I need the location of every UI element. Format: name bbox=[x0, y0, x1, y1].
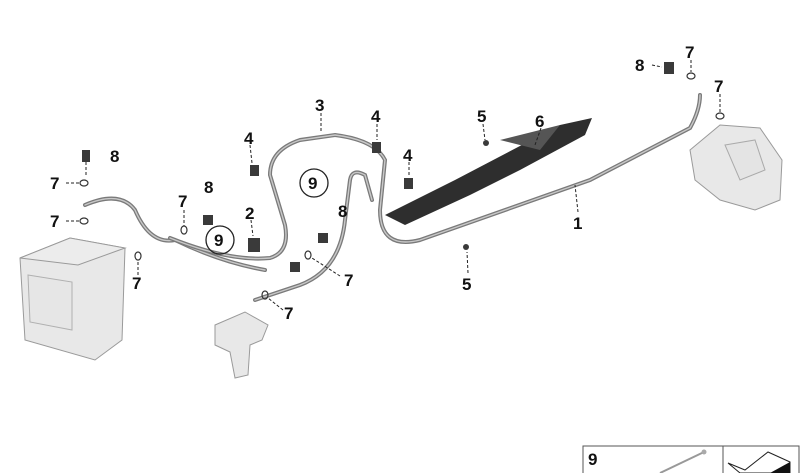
callout-4: 4 bbox=[403, 146, 413, 165]
bolt-icon bbox=[203, 215, 213, 225]
callout-8: 8 bbox=[110, 147, 119, 166]
callout-7: 7 bbox=[50, 174, 59, 193]
callout-9-circle bbox=[299, 168, 329, 198]
callout-3: 3 bbox=[315, 96, 324, 115]
bracket-icon bbox=[248, 238, 260, 252]
leader-lines bbox=[66, 60, 725, 311]
callout-9: 9 bbox=[214, 231, 223, 250]
callout-5: 5 bbox=[477, 107, 486, 126]
callout-7: 7 bbox=[132, 274, 141, 293]
brake-caliper bbox=[689, 124, 783, 211]
clip-icon bbox=[404, 178, 413, 189]
brake-hoses bbox=[83, 93, 702, 302]
screw-icon bbox=[483, 140, 489, 146]
fitting-icon bbox=[290, 262, 300, 272]
legend-box: 9 bbox=[582, 445, 800, 473]
screw-icon bbox=[463, 244, 469, 250]
bolt-icon bbox=[82, 150, 90, 162]
callout-7: 7 bbox=[685, 43, 694, 62]
callout-6: 6 bbox=[535, 112, 544, 131]
bolt-icon bbox=[664, 62, 674, 74]
cover-part bbox=[385, 118, 592, 225]
legend-number: 9 bbox=[588, 450, 597, 469]
callout-8: 8 bbox=[338, 202, 347, 221]
abs-unit bbox=[19, 237, 127, 361]
callout-8: 8 bbox=[204, 178, 213, 197]
callout-labels: 1 2 3 4 4 4 5 5 6 7 7 7 7 7 7 7 7 8 8 8 … bbox=[50, 43, 723, 323]
callout-7: 7 bbox=[178, 192, 187, 211]
brake-line-end-icon bbox=[701, 449, 707, 455]
brake-line-icon bbox=[659, 451, 705, 473]
callout-7: 7 bbox=[284, 304, 293, 323]
callout-9: 9 bbox=[308, 174, 317, 193]
callout-7: 7 bbox=[50, 212, 59, 231]
clip-icon bbox=[250, 165, 259, 176]
callout-4: 4 bbox=[244, 129, 254, 148]
callout-4: 4 bbox=[371, 107, 381, 126]
callout-9-circle bbox=[205, 225, 235, 255]
callout-5: 5 bbox=[462, 275, 471, 294]
callout-2: 2 bbox=[245, 204, 254, 223]
clip-icon bbox=[372, 142, 381, 153]
callout-1: 1 bbox=[573, 214, 582, 233]
callout-7: 7 bbox=[344, 271, 353, 290]
master-cylinder bbox=[214, 311, 269, 379]
callout-7: 7 bbox=[714, 77, 723, 96]
fasteners bbox=[82, 62, 674, 272]
bolt-icon bbox=[318, 233, 328, 243]
callout-8: 8 bbox=[635, 56, 644, 75]
